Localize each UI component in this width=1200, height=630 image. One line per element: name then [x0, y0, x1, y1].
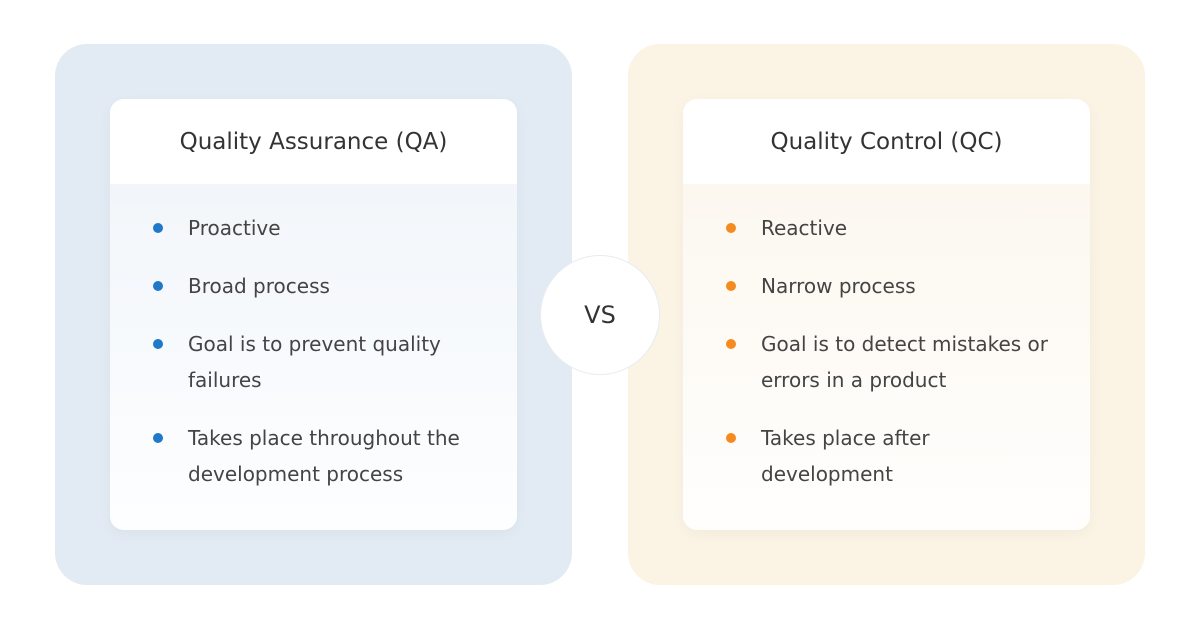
bullet-icon [726, 281, 736, 291]
bullet-icon [726, 339, 736, 349]
bullet-icon [153, 433, 163, 443]
list-item: Goal is to prevent quality failures [110, 326, 450, 398]
bullet-icon [153, 223, 163, 233]
list-item: Reactive [683, 210, 1090, 246]
qc-card: Quality Control (QC) Reactive Narrow pro… [683, 99, 1090, 530]
qc-panel: Quality Control (QC) Reactive Narrow pro… [628, 44, 1145, 585]
list-item: Broad process [110, 268, 517, 304]
vs-badge: VS [540, 255, 660, 375]
item-text: Goal is to detect mistakes or errors in … [761, 332, 1048, 392]
item-text: Reactive [761, 216, 848, 240]
list-item: Goal is to detect mistakes or errors in … [683, 326, 1083, 398]
item-text: Goal is to prevent quality failures [188, 332, 441, 392]
item-text: Proactive [188, 216, 281, 240]
bullet-icon [153, 281, 163, 291]
item-text: Takes place throughout the development p… [188, 426, 460, 486]
item-text: Narrow process [761, 274, 916, 298]
item-text: Takes place after development [761, 426, 930, 486]
bullet-icon [153, 339, 163, 349]
list-item: Takes place after development [683, 420, 983, 492]
list-item: Narrow process [683, 268, 1090, 304]
qa-list: Proactive Broad process Goal is to preve… [110, 184, 517, 530]
bullet-icon [726, 433, 736, 443]
qc-list: Reactive Narrow process Goal is to detec… [683, 184, 1090, 530]
qa-title: Quality Assurance (QA) [110, 99, 517, 184]
list-item: Proactive [110, 210, 517, 246]
item-text: Broad process [188, 274, 330, 298]
bullet-icon [726, 223, 736, 233]
qa-card: Quality Assurance (QA) Proactive Broad p… [110, 99, 517, 530]
qc-title: Quality Control (QC) [683, 99, 1090, 184]
list-item: Takes place throughout the development p… [110, 420, 480, 492]
qa-panel: Quality Assurance (QA) Proactive Broad p… [55, 44, 572, 585]
